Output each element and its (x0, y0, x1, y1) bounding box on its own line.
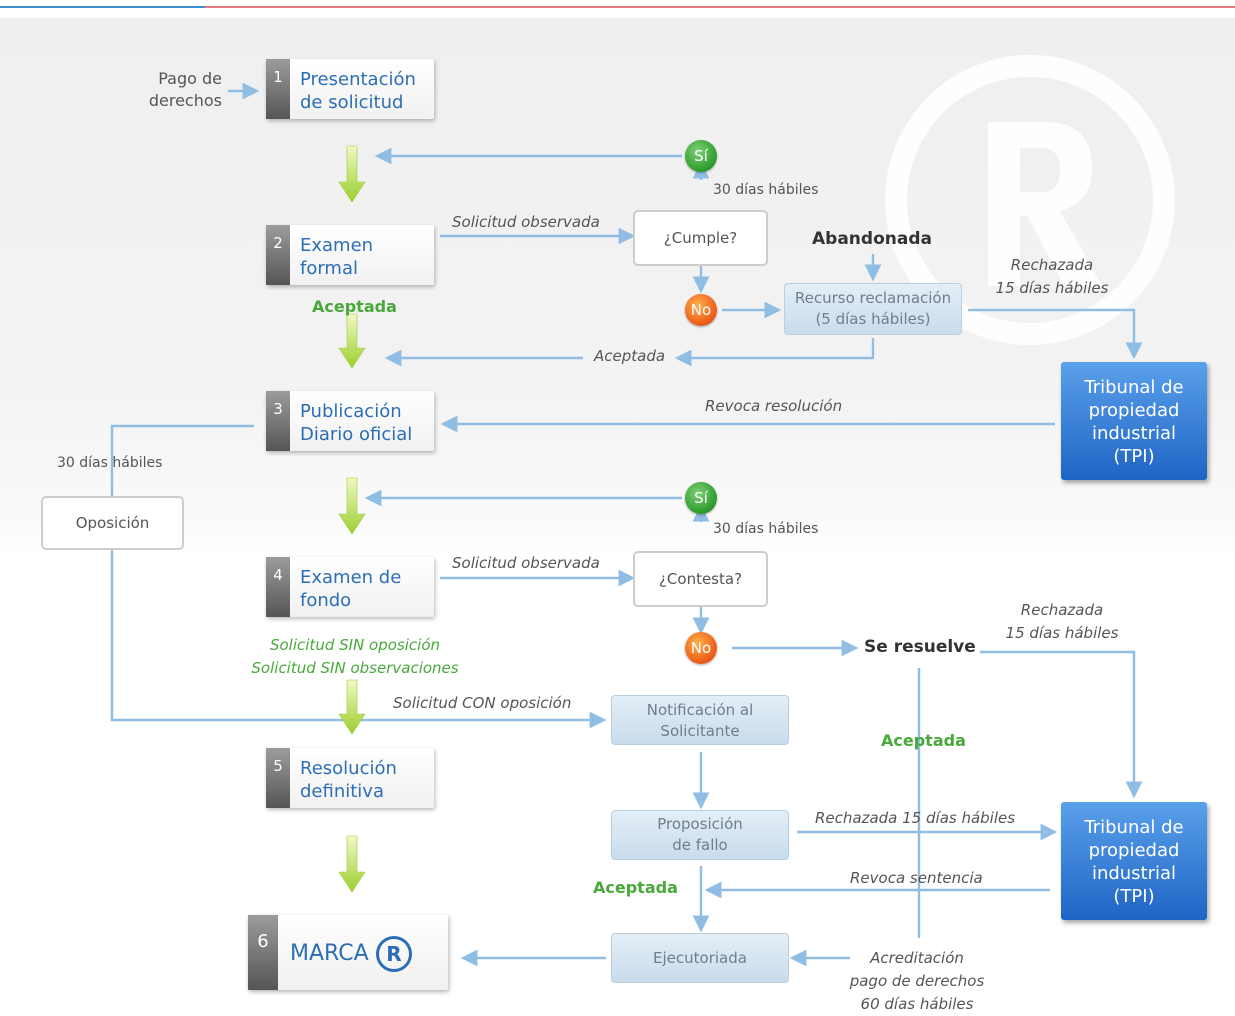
header-line-red (205, 6, 1235, 8)
se-resuelve-label: Se resuelve (864, 637, 976, 657)
treinta-dias-label: 30 días hábiles (57, 455, 163, 471)
contesta-decision[interactable]: ¿Contesta? (633, 551, 768, 607)
recurso-reclamacion-box[interactable]: Recurso reclamación (5 días hábiles) (784, 283, 962, 335)
sin-oposicion-label: Solicitud SIN oposición Solicitud SIN ob… (251, 636, 459, 677)
ejecutoriada-box[interactable]: Ejecutoriada (611, 933, 789, 983)
rechazada-label: Rechazada 15 días hábiles (995, 256, 1109, 297)
aceptada-label: Aceptada (312, 297, 397, 316)
aceptada-label: Aceptada (593, 878, 678, 897)
notificacion-solicitante-box[interactable]: Notificación al Solicitante (611, 695, 789, 745)
revoca-sentencia-label: Revoca sentencia (850, 869, 983, 887)
si-circle: Sí (685, 140, 717, 172)
aceptada-label: Aceptada (594, 347, 666, 365)
con-oposicion-label: Solicitud CON oposición (393, 694, 572, 712)
header-line-blue (0, 6, 205, 8)
revoca-resolucion-label: Revoca resolución (705, 397, 843, 415)
step-resolucion-definitiva[interactable]: 5 Resolución definitiva (266, 748, 434, 808)
acreditacion-label: Acreditación pago de derechos 60 días há… (849, 949, 985, 1013)
aceptada-label: Aceptada (881, 731, 966, 750)
oposicion-box[interactable]: Oposición (41, 496, 184, 550)
step-label: Presentación de solicitud (300, 69, 416, 113)
rechazada-inline-label: Rechazada 15 días hábiles (815, 809, 1016, 827)
step-label: Examen formal (300, 235, 374, 279)
step-number: 5 (266, 748, 290, 808)
registered-icon: R (376, 936, 412, 972)
treinta-dias-label: 30 días hábiles (713, 182, 819, 198)
step-number: 2 (266, 225, 290, 285)
pago-derechos-label: Pago de derechos (148, 69, 222, 110)
rechazada-label: Rechazada 15 días hábiles (1005, 601, 1119, 642)
si-circle: Sí (685, 482, 717, 514)
step-label: Publicación Diario oficial (300, 401, 413, 445)
registered-watermark-icon (885, 55, 1175, 345)
treinta-dias-label: 30 días hábiles (713, 521, 819, 537)
step-examen-formal[interactable]: 2 Examen formal (266, 225, 434, 285)
step-number: 3 (266, 391, 290, 451)
cumple-decision[interactable]: ¿Cumple? (633, 210, 768, 266)
step-examen-fondo[interactable]: 4 Examen de fondo (266, 557, 434, 617)
no-circle: No (685, 294, 717, 326)
step-number: 6 (248, 915, 278, 990)
step-publicacion-diario-oficial[interactable]: 3 Publicación Diario oficial (266, 391, 434, 451)
step-presentacion-solicitud[interactable]: 1 Presentación de solicitud (266, 59, 434, 119)
step-number: 4 (266, 557, 290, 617)
proposicion-fallo-box[interactable]: Proposición de fallo (611, 810, 789, 860)
step-label: Examen de fondo (300, 567, 402, 611)
tribunal-propiedad-industrial-box[interactable]: Tribunal de propiedad industrial (TPI) (1061, 362, 1207, 480)
solicitud-observada-label: Solicitud observada (452, 213, 600, 231)
step-label: Resolución definitiva (300, 758, 397, 802)
abandonada-label: Abandonada (812, 229, 932, 249)
step-number: 1 (266, 59, 290, 119)
solicitud-observada-label: Solicitud observada (452, 554, 600, 572)
background-band (0, 18, 1235, 553)
tribunal-propiedad-industrial-box[interactable]: Tribunal de propiedad industrial (TPI) (1061, 802, 1207, 920)
no-circle: No (685, 632, 717, 664)
marca-label: MARCA (290, 941, 369, 966)
step-marca[interactable]: 6 MARCA R (248, 915, 448, 990)
